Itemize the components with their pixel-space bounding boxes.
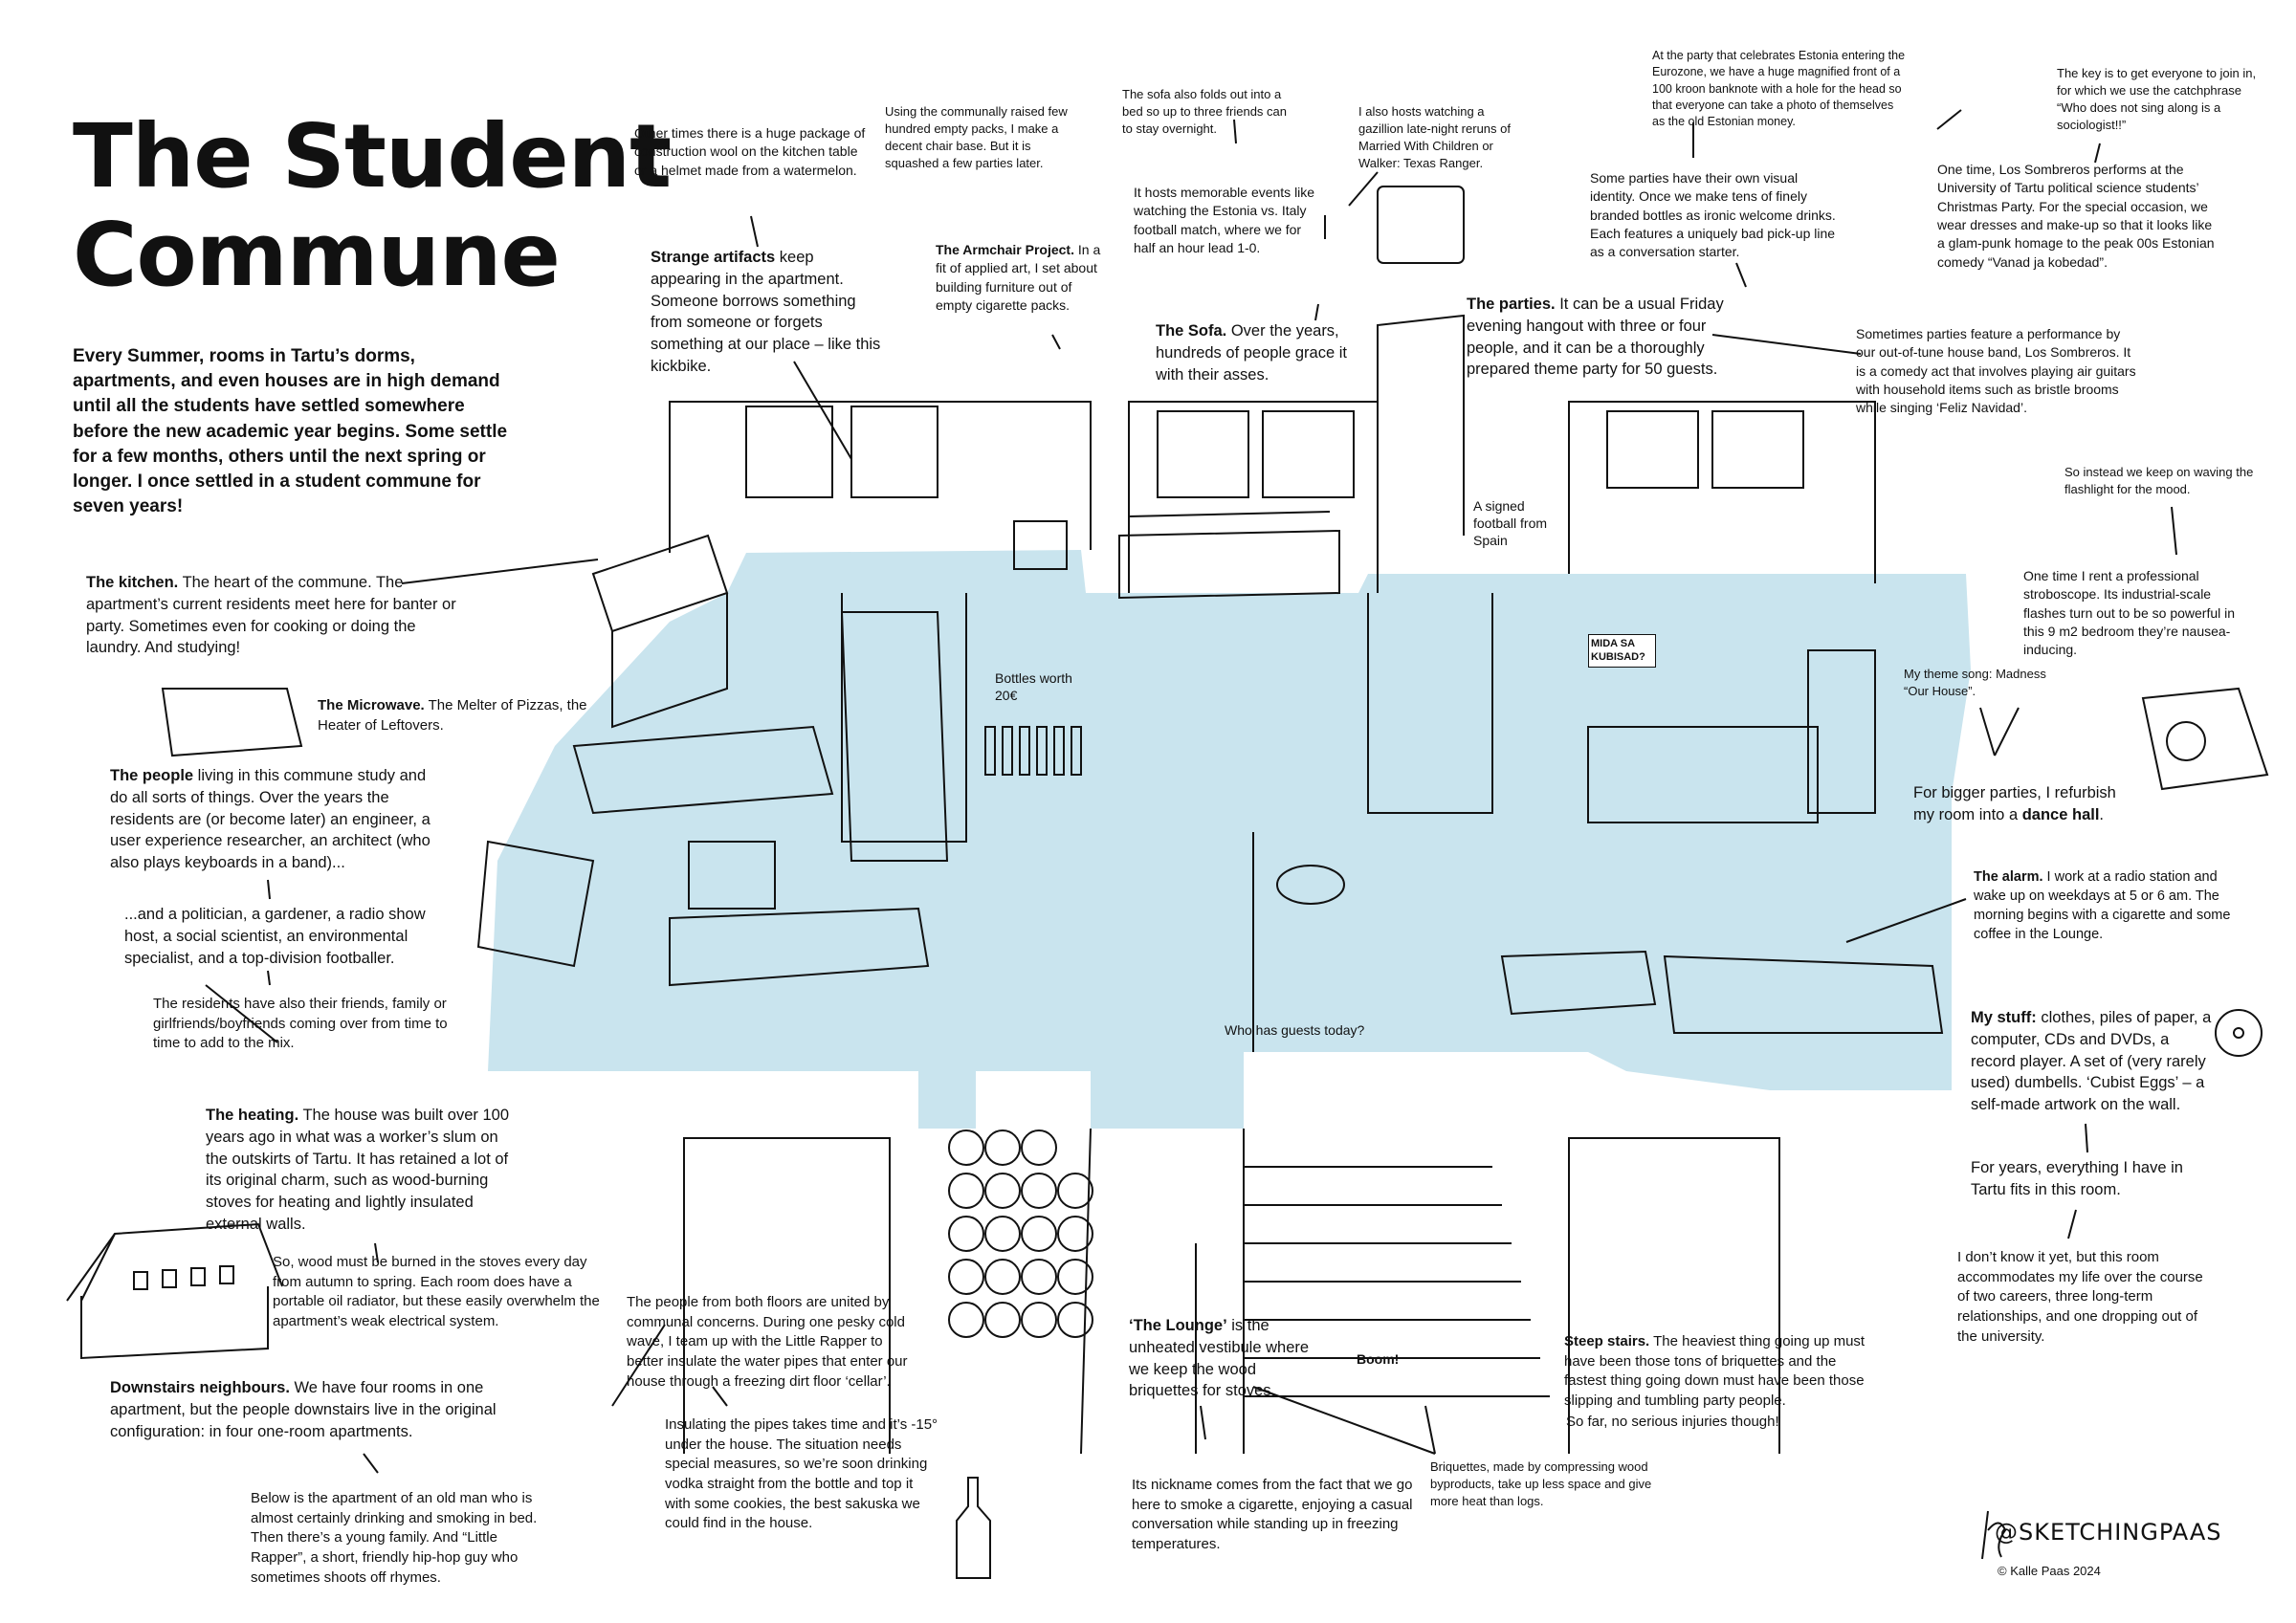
note-sofa: The Sofa. Over the years, hundreds of pe…: [1156, 322, 1347, 384]
note-eurozone: At the party that celebrates Estonia ent…: [1652, 49, 1906, 128]
note-identity: Some parties have their own visual ident…: [1590, 170, 1836, 260]
vodka-bottle-icon: [956, 1477, 991, 1579]
note-sombreros: One time, Los Sombreros performs at the …: [1937, 162, 2215, 270]
page-title: The Student Commune: [73, 105, 672, 307]
note-wool: Other times there is a huge package of c…: [634, 125, 866, 178]
note-friends: The residents have also their friends, f…: [153, 996, 448, 1052]
note-reruns: I also hosts watching a gazillion late-n…: [1358, 104, 1511, 170]
note-pipes: The people from both floors are united b…: [627, 1294, 908, 1390]
label-bottles: Bottles worth 20€: [995, 670, 1072, 704]
note-microwave: The Microwave. The Melter of Pizzas, the…: [318, 697, 587, 734]
intro-text: Every Summer, rooms in Tartu’s dorms, ap…: [73, 346, 508, 517]
note-events: It hosts memorable events like watching …: [1134, 185, 1315, 255]
note-artifacts: Strange artifacts keep appearing in the …: [651, 249, 881, 375]
cd-icon: [2215, 1009, 2263, 1057]
title-line-2: Commune: [73, 204, 561, 307]
note-old-man: Below is the apartment of an old man who…: [251, 1490, 538, 1586]
note-strobe: One time I rent a professional strobosco…: [2023, 568, 2236, 658]
note-alarm: The alarm. I work at a radio station and…: [1974, 869, 2231, 942]
note-heating: The heating. The house was built over 10…: [206, 1107, 510, 1233]
note-flashlight: So instead we keep on waving the flashli…: [2064, 465, 2254, 496]
note-stairs: Steep stairs. The heaviest thing going u…: [1564, 1333, 1866, 1410]
note-sociologist: The key is to get everyone to join in, f…: [2057, 66, 2257, 132]
note-band: Sometimes parties feature a performance …: [1856, 326, 2136, 416]
signature-monogram: [1981, 1510, 2007, 1560]
label-boom: Boom!: [1357, 1351, 1400, 1367]
note-my-stuff: My stuff: clothes, piles of paper, a com…: [1971, 1009, 2212, 1114]
note-nickname: Its nickname comes from the fact that we…: [1132, 1477, 1413, 1553]
note-insulating: Insulating the pipes takes time and it’s…: [665, 1416, 938, 1532]
note-downstairs: Downstairs neighbours. We have four room…: [110, 1379, 497, 1440]
note-fits: For years, everything I have in Tartu fi…: [1971, 1159, 2183, 1198]
title-line-1: The Student: [73, 105, 672, 208]
label-guests: Who has guests today?: [1225, 1022, 1365, 1038]
label-football: A signed football from Spain: [1473, 498, 1548, 549]
tv-drawing: [1377, 186, 1465, 264]
note-careers: I don’t know it yet, but this room accom…: [1957, 1249, 2203, 1345]
stroboscope-icon: [2141, 687, 2269, 791]
note-sofa-bed: The sofa also folds out into a bed so up…: [1122, 87, 1288, 136]
note-dance-hall: For bigger parties, I refurbish my room …: [1913, 784, 2116, 823]
note-briquettes: Briquettes, made by compressing wood byp…: [1430, 1459, 1652, 1508]
note-parties: The parties. It can be a usual Friday ev…: [1467, 296, 1724, 379]
floor-plan: [488, 550, 1971, 1129]
house-drawing: [66, 1222, 283, 1360]
note-armchair: The Armchair Project. In a fit of applie…: [936, 242, 1101, 313]
note-injuries: So far, no serious injuries though!: [1566, 1414, 1779, 1430]
note-wood: So, wood must be burned in the stoves ev…: [273, 1254, 600, 1330]
note-kitchen: The kitchen. The heart of the commune. T…: [86, 574, 456, 657]
note-people: The people living in this commune study …: [110, 767, 430, 872]
pizza-box: [161, 688, 303, 757]
label-sign: MIDA SA KUBISAD?: [1588, 634, 1656, 668]
signature-handle: @SKETCHINGPAAS: [1995, 1519, 2222, 1546]
copyright: © Kalle Paas 2024: [1998, 1564, 2101, 1578]
note-lounge: ‘The Lounge’ is the unheated vestibule w…: [1129, 1317, 1310, 1400]
note-theme-song: My theme song: Madness “Our House”.: [1904, 667, 2046, 698]
note-packs: Using the communally raised few hundred …: [885, 104, 1068, 170]
note-people-2: ...and a politician, a gardener, a radio…: [124, 906, 426, 967]
